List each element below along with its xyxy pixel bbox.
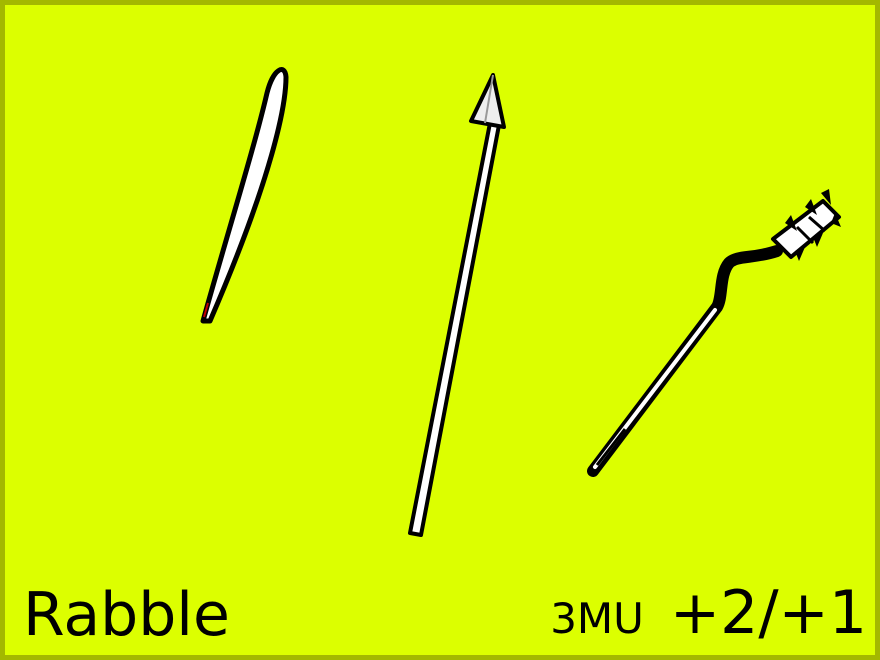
card-artwork: [200, 67, 841, 537]
spiked-club-icon: [587, 189, 841, 477]
unit-cost: 3MU: [550, 594, 644, 643]
knife-icon: [200, 67, 289, 324]
spear-icon: [408, 73, 506, 537]
unit-name: Rabble: [23, 580, 230, 650]
unit-stats: 3MU+2/+1: [550, 583, 867, 643]
unit-modifier: +2/+1: [669, 578, 867, 648]
